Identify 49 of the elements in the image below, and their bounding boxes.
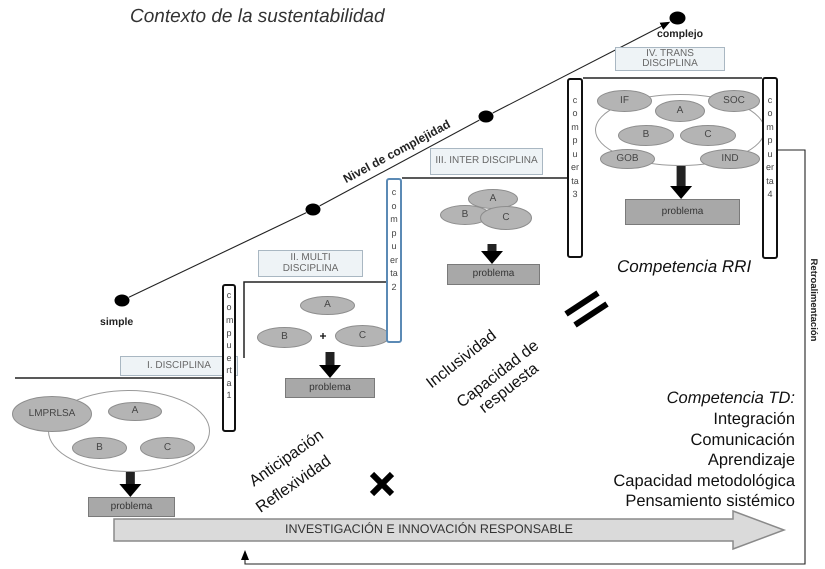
actor-ellipse: C bbox=[140, 437, 195, 459]
gate-box: compuerta 1 bbox=[222, 284, 236, 432]
arrow bbox=[481, 244, 503, 264]
actor-ellipse: IF bbox=[597, 90, 652, 112]
problem-box: problema bbox=[625, 199, 740, 225]
actor-ellipse: LMPRLSA bbox=[12, 396, 92, 432]
node-caption: simple bbox=[100, 316, 134, 328]
edge-label: Retroalimentación bbox=[808, 256, 818, 344]
arrow bbox=[119, 472, 142, 497]
actor-ellipse: C bbox=[680, 125, 736, 146]
actor-ellipse: SOC bbox=[708, 90, 760, 112]
problem-box: problema bbox=[285, 378, 375, 398]
problem-box: problema bbox=[447, 264, 540, 285]
actor-ellipse: B bbox=[257, 327, 312, 348]
list-item: Pensamiento sistémico bbox=[625, 492, 795, 511]
actor-ellipse: A bbox=[108, 402, 162, 421]
problem-box: problema bbox=[88, 497, 175, 517]
actor-ellipse: B bbox=[72, 437, 127, 459]
stage-label: II. MULTI DISCIPLINA bbox=[258, 250, 363, 277]
connector-line bbox=[319, 120, 480, 206]
list-item: Capacidad metodológica bbox=[613, 472, 795, 490]
arrow bbox=[492, 22, 670, 114]
heading-text: Competencia TD: bbox=[666, 389, 795, 408]
connector-line bbox=[128, 212, 306, 298]
dot-marker bbox=[305, 203, 321, 216]
actor-ellipse: B bbox=[618, 125, 674, 146]
list-item: Aprendizaje bbox=[708, 451, 795, 470]
actor-ellipse: C bbox=[480, 206, 532, 230]
heading-text: Competencia RRI bbox=[617, 257, 752, 277]
dot-marker bbox=[114, 294, 130, 307]
title: Contexto de la sustentabilidad bbox=[130, 6, 385, 28]
arrow bbox=[670, 166, 692, 199]
plus-sign: + bbox=[320, 330, 326, 344]
dot-marker bbox=[669, 11, 686, 25]
actor-ellipse: GOB bbox=[600, 149, 655, 169]
dot-marker bbox=[478, 110, 494, 123]
actor-ellipse: IND bbox=[700, 149, 760, 169]
node-caption: complejo bbox=[657, 28, 704, 40]
stage-label: IV. TRANS DISCIPLINA bbox=[615, 47, 725, 71]
actor-ellipse: A bbox=[655, 100, 705, 122]
gate-box: compuerta 3 bbox=[567, 78, 583, 258]
arrow bbox=[241, 149, 806, 565]
list-item: Integración bbox=[713, 410, 795, 429]
actor-ellipse: A bbox=[468, 189, 518, 209]
arrow bbox=[319, 352, 341, 378]
list-item: Comunicación bbox=[690, 430, 795, 450]
gate-box: compuerta 4 bbox=[762, 77, 778, 259]
gate-box: compuerta 2 bbox=[386, 178, 402, 343]
actor-ellipse: A bbox=[300, 296, 355, 315]
